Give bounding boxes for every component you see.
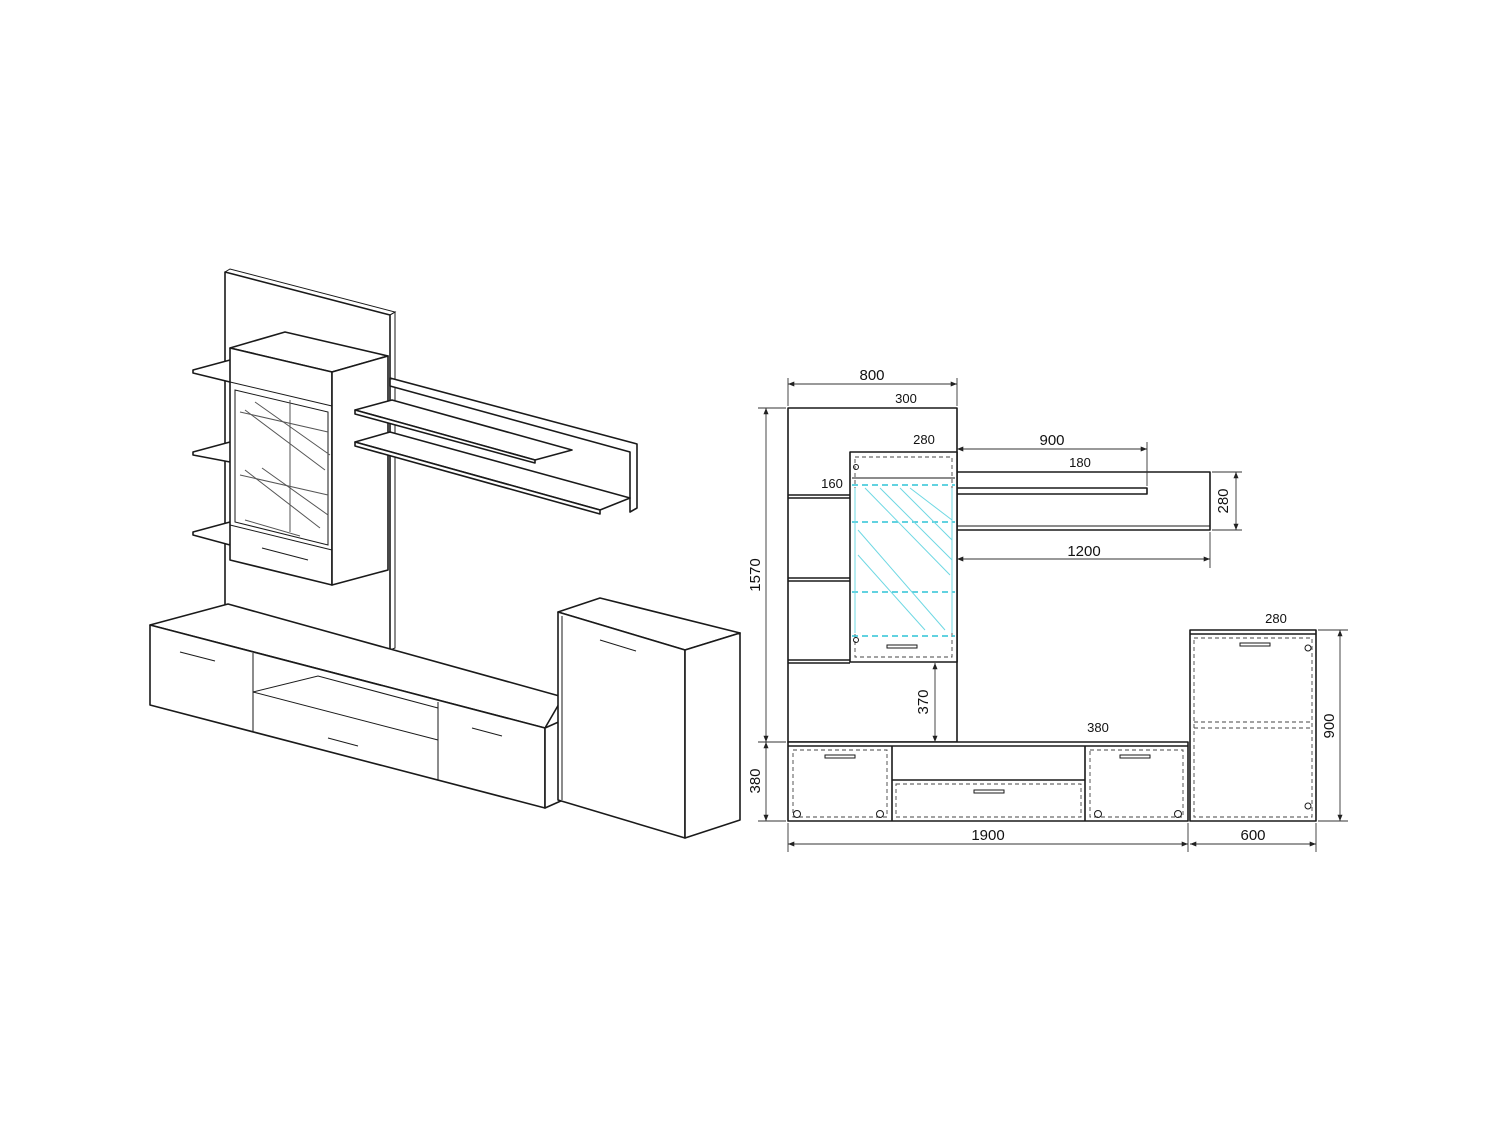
dim-300: 300 [895, 391, 917, 406]
dim-380-mid: 380 [1087, 720, 1109, 735]
dim-900-vertical: 900 [1321, 713, 1338, 738]
dimension-lines [758, 378, 1348, 852]
dim-900-horizontal: 900 [1039, 432, 1064, 449]
dim-280-top: 280 [913, 432, 935, 447]
wall-glass-cabinet [229, 331, 389, 586]
elev-glass-cabinet [849, 451, 958, 663]
dim-370: 370 [915, 689, 932, 714]
elev-tall-cabinet [1189, 629, 1317, 822]
dim-800: 800 [859, 367, 884, 384]
elev-tv-stand [787, 741, 1189, 822]
dimension-labels: 800 300 280 900 180 160 1200 280 1570 37… [747, 367, 1338, 844]
dim-160: 160 [821, 476, 843, 491]
dim-600: 600 [1240, 827, 1265, 844]
dim-180: 180 [1069, 455, 1091, 470]
dim-280-right: 280 [1215, 488, 1232, 513]
dim-1900: 1900 [971, 827, 1004, 844]
tall-cabinet [557, 597, 741, 839]
dim-1200: 1200 [1067, 543, 1100, 560]
isometric-view [149, 268, 741, 839]
right-shelves [354, 377, 638, 515]
dim-1570: 1570 [747, 558, 764, 591]
dim-280-cabinet: 280 [1265, 611, 1287, 626]
front-elevation: 800 300 280 900 180 160 1200 280 1570 37… [747, 367, 1348, 852]
dim-380-left: 380 [747, 768, 764, 793]
elev-right-shelves [957, 471, 1211, 531]
